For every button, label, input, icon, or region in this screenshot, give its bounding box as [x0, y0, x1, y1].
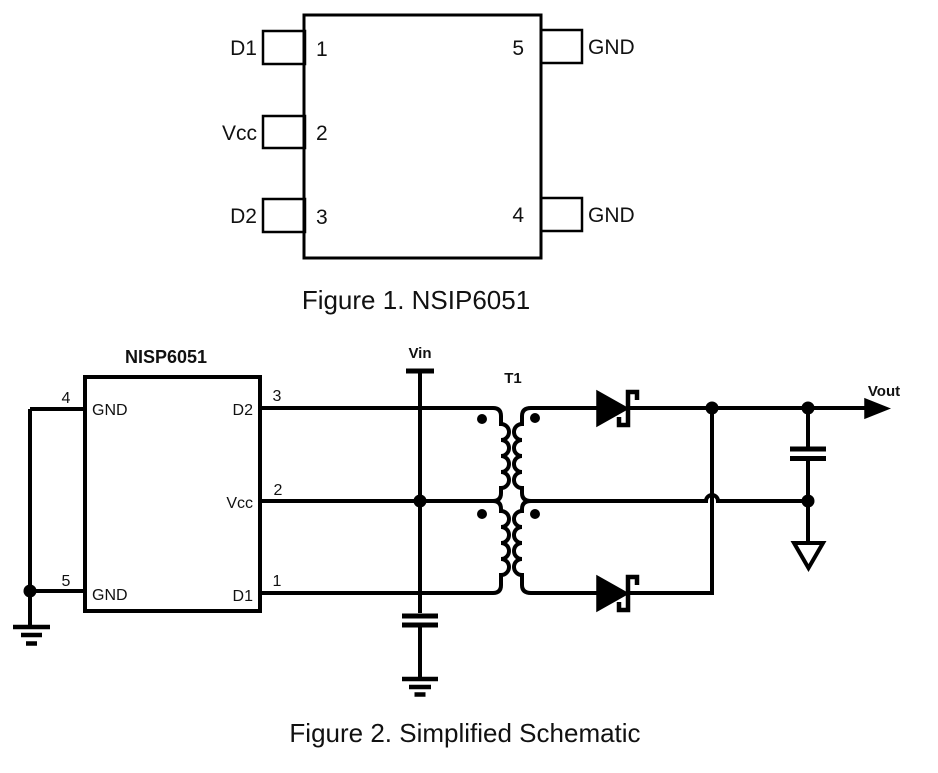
pin-label-gnd-4: GND — [588, 204, 635, 227]
output-capacitor — [790, 446, 826, 461]
pin-label-vcc: Vcc — [222, 122, 257, 145]
chip-title: NISP6051 — [125, 347, 207, 367]
phase-dot-primary-top — [477, 414, 487, 424]
junction-dot-outcap-bottom — [801, 494, 815, 508]
junction-dot-diodes — [705, 401, 719, 415]
pin-number-5: 5 — [512, 37, 524, 60]
chip-vcc-label: Vcc — [226, 495, 253, 512]
pin-pad-3 — [261, 197, 307, 234]
chip-body — [83, 375, 262, 613]
ic-body — [302, 13, 543, 260]
ground-symbol-left — [13, 624, 50, 646]
pin-number-4: 4 — [512, 204, 524, 227]
phase-dot-secondary-bottom — [530, 509, 540, 519]
center-tap-rail — [531, 493, 808, 503]
phase-dot-secondary-top — [530, 413, 540, 423]
chip-gnd4-label: GND — [92, 402, 128, 419]
pin-label-d2: D2 — [230, 205, 257, 228]
figure2-caption: Figure 2. Simplified Schematic — [289, 718, 640, 748]
secondary-upper-winding — [512, 406, 597, 503]
phase-dot-primary-bottom — [477, 509, 487, 519]
ground-symbol-vin — [402, 676, 438, 697]
secondary-lower-winding — [512, 499, 597, 595]
pin-pad-1 — [261, 29, 307, 66]
primary-upper-winding — [260, 406, 511, 503]
pin2-number: 2 — [274, 482, 283, 499]
pin-label-gnd-5: GND — [588, 36, 635, 59]
transformer-label: T1 — [504, 370, 522, 387]
pin3-number: 3 — [273, 388, 282, 405]
pin4-number: 4 — [62, 390, 71, 407]
junction-dot-gnd — [23, 584, 37, 598]
chip-gnd5-label: GND — [92, 587, 128, 604]
vout-label: Vout — [868, 383, 900, 400]
pin-number-3: 3 — [316, 206, 328, 229]
pin1-number: 1 — [273, 573, 282, 590]
pin-number-1: 1 — [316, 38, 328, 61]
diode-top-anode-triangle — [596, 389, 630, 428]
diode-return-wire — [628, 408, 714, 595]
pin-pad-2 — [261, 114, 307, 150]
pin-pad-5 — [539, 28, 584, 65]
vout-arrowhead — [864, 397, 892, 420]
figure2-schematic: NISP6051 4 5 GND GND 3 2 1 D2 Vcc D1 Vin — [13, 345, 900, 697]
chip-d1-label: D1 — [233, 588, 254, 605]
pin5-number: 5 — [62, 573, 71, 590]
figure1-package-diagram: D1 Vcc D2 1 2 3 5 4 GND GND — [222, 13, 635, 260]
pin-label-d1: D1 — [230, 37, 257, 60]
figure1-caption: Figure 1. NSIP6051 — [302, 285, 530, 315]
pin-pad-4 — [539, 196, 584, 233]
vin-label: Vin — [408, 345, 431, 362]
primary-lower-winding — [260, 499, 511, 595]
input-capacitor — [402, 613, 438, 628]
diode-bottom-anode-triangle — [596, 574, 630, 613]
ground-arrow-symbol — [790, 541, 827, 572]
chip-d2-label: D2 — [233, 402, 254, 419]
pin-number-2: 2 — [316, 122, 328, 145]
